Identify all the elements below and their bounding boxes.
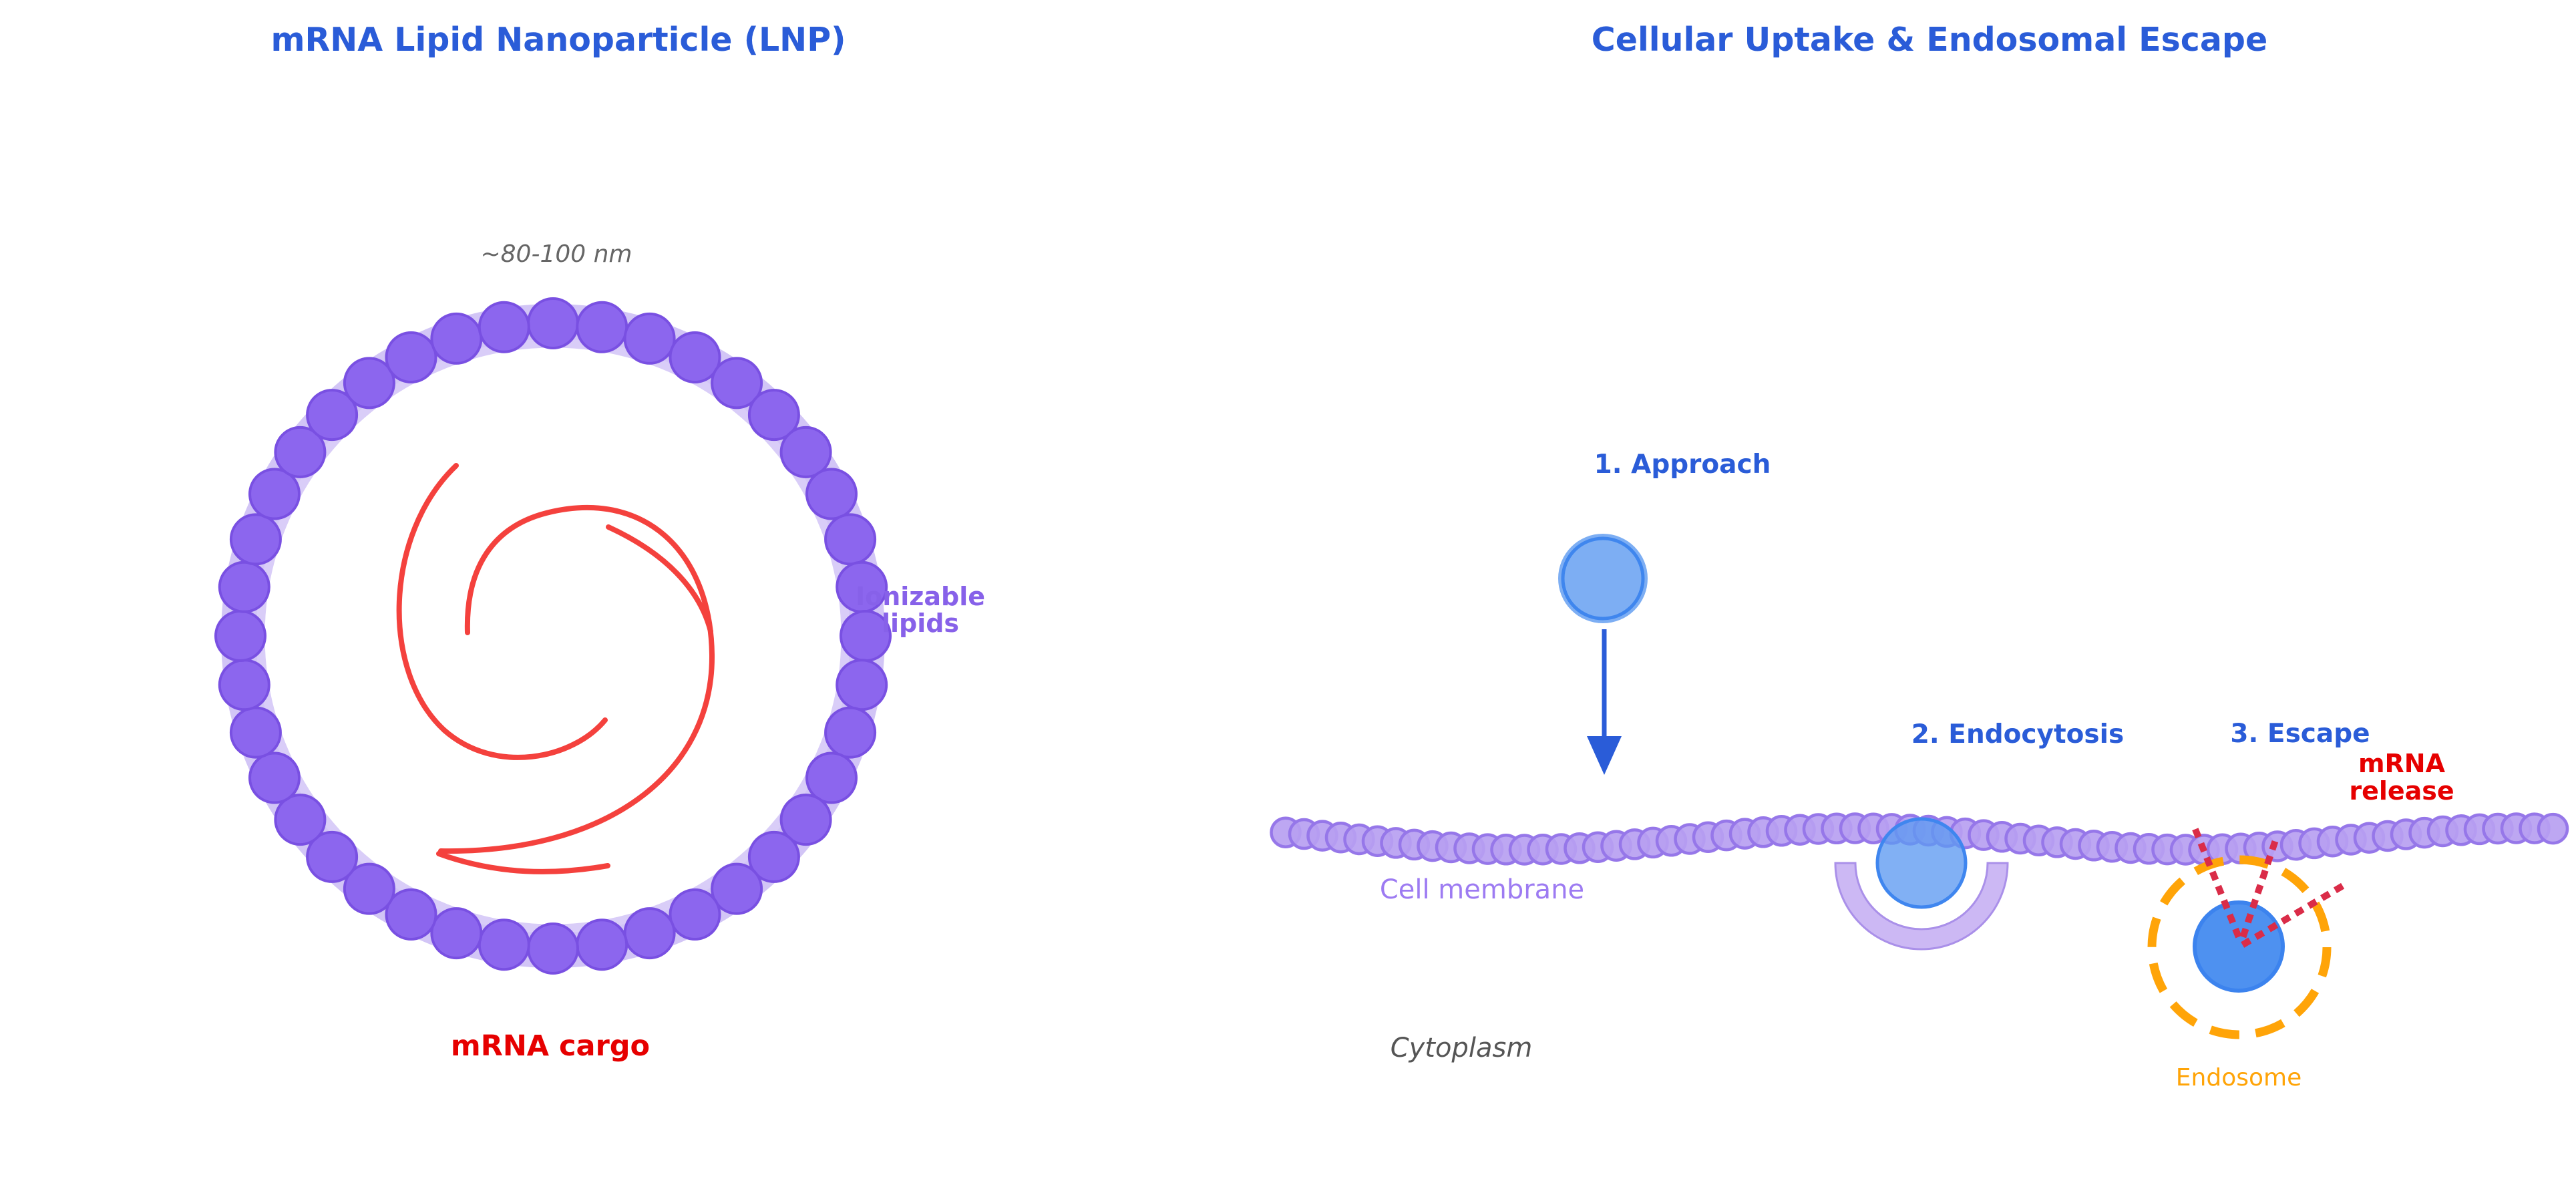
lnp-size-label: ~80-100 nm — [480, 240, 632, 268]
ionizable-lipid-dot — [824, 513, 877, 566]
uptake-panel-title: Cellular Uptake & Endosomal Escape — [1592, 21, 2267, 59]
ionizable-lipid-dot — [385, 331, 437, 383]
ionizable-lipid-dot — [623, 312, 676, 365]
ionizable-lipid-dot — [576, 918, 628, 971]
ionizable-lipid-dot — [711, 357, 763, 409]
ionizable-lipid-dot — [779, 426, 832, 478]
mrna-strand — [396, 463, 608, 760]
uptake-shapes — [1558, 534, 2348, 1039]
ionizable-lipid-dot — [478, 301, 530, 353]
ionizable-lipid-dot — [229, 513, 282, 566]
ionizable-lipid-dot — [527, 297, 579, 349]
approach-arrow-head — [1587, 736, 1622, 775]
ionizable-lipid-dot — [274, 794, 327, 846]
lnp-panel-title: mRNA Lipid Nanoparticle (LNP) — [270, 21, 846, 59]
ionizable-lipid-dot — [430, 312, 483, 365]
ionizable-lipid-dot — [306, 830, 359, 883]
ionizable-lipid-dot — [229, 706, 282, 759]
ionizable-lipid-dot — [747, 389, 800, 442]
ionizable-lipid-dot — [669, 888, 721, 941]
ionizable-lipid-dot — [836, 659, 888, 711]
ionizable-lipid-dot — [214, 610, 266, 662]
uptake-panel: Cellular Uptake & Endosomal Escape 1. Ap… — [1270, 21, 2569, 1091]
endosome-label: Endosome — [2176, 1064, 2302, 1091]
ionizable-lipid-dot — [248, 751, 301, 804]
ionizable-lipids-label-line2: lipids — [882, 609, 959, 638]
mrna-release-dotted-strand — [2241, 881, 2348, 948]
mrna-cargo-label: mRNA cargo — [451, 1029, 650, 1063]
mrna-release-label-line2: release — [2349, 776, 2454, 806]
step3-escape-label: 3. Escape — [2230, 719, 2370, 749]
endocytosis-lnp-vesicle — [1875, 817, 1968, 909]
mrna-strand — [436, 851, 610, 874]
step1-approach-label: 1. Approach — [1594, 450, 1771, 480]
cell-membrane-label: Cell membrane — [1380, 874, 1584, 905]
ionizable-lipid-dot — [747, 830, 800, 883]
mrna-release-dotted-strand — [2239, 828, 2283, 939]
ionizable-lipid-dot — [478, 918, 530, 971]
ionizable-lipid-dot — [218, 659, 270, 711]
mrna-release-label-line1: mRNA — [2358, 749, 2446, 778]
cytoplasm-label: Cytoplasm — [1391, 1033, 1533, 1063]
endosome-dashed-membrane — [2147, 855, 2332, 1039]
lnp-panel: mRNA Lipid Nanoparticle (LNP) ~80-100 nm… — [214, 21, 985, 1063]
ionizable-lipid-dot — [711, 862, 763, 915]
ionizable-lipid-dot — [669, 331, 721, 383]
mrna-release-dotted-strand — [2191, 826, 2242, 939]
cell-membrane — [1270, 812, 2569, 866]
ionizable-lipid-dot — [274, 426, 327, 478]
membrane-bead — [2537, 812, 2569, 845]
ionizable-lipid-dot — [430, 907, 483, 960]
ionizable-lipid-dot — [306, 389, 359, 442]
lnp-shell — [214, 297, 892, 975]
ionizable-lipid-dot — [623, 907, 676, 960]
ionizable-lipid-dot — [218, 560, 270, 613]
ionizable-lipid-dot — [824, 706, 877, 759]
ionizable-lipid-dot — [248, 468, 301, 520]
ionizable-lipid-dot — [527, 922, 579, 975]
ionizable-lipid-dot — [343, 357, 395, 409]
mrna-strand — [606, 524, 713, 634]
mrna-strands — [396, 463, 715, 874]
approach-lnp-vesicle — [1558, 534, 1648, 623]
ionizable-lipid-dot — [779, 794, 832, 846]
ionizable-lipid-dot — [385, 888, 437, 941]
approach-lnp-vesicle-rim — [1561, 536, 1645, 621]
endosome-lnp-vesicle — [2193, 900, 2285, 993]
endocytic-cup — [1834, 862, 2009, 951]
step2-endocytosis-label: 2. Endocytosis — [1911, 719, 2124, 749]
mrna-strand — [438, 504, 715, 854]
ionizable-lipid-dot — [805, 468, 858, 520]
ionizable-lipids-label-line1: Ionizable — [856, 582, 985, 611]
ionizable-lipid-dot — [576, 301, 628, 353]
ionizable-lipid-dot — [343, 862, 395, 915]
ionizable-lipid-dot — [805, 751, 858, 804]
